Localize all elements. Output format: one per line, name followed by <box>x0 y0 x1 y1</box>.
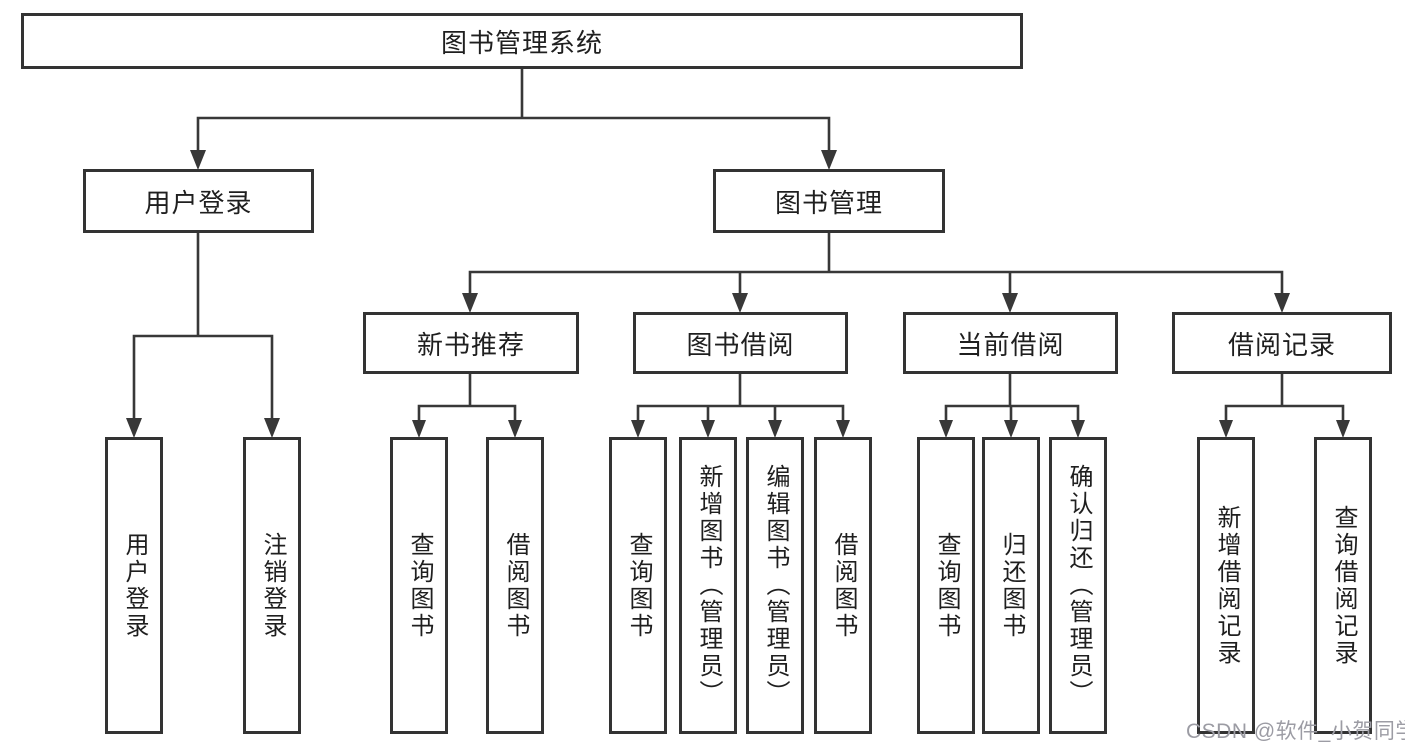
connector-root-to-level2 <box>196 69 831 152</box>
node-root-label: 图书管理系统 <box>440 27 603 58</box>
leaf-add-borrow-record: 新增借阅记录 <box>1197 437 1255 734</box>
leaf-user-login-label: 用户登录 <box>121 531 148 640</box>
leaf-logout: 注销登录 <box>243 437 301 734</box>
leaf-query-books-1: 查询图书 <box>390 437 448 734</box>
leaf-return-books-label: 归还图书 <box>998 531 1025 640</box>
connector-newbook-to-leaves <box>417 374 517 422</box>
node-current-borrow-label: 当前借阅 <box>956 329 1065 360</box>
leaf-add-book-admin-label: 新增图书（管理员） <box>695 464 722 707</box>
connector-userlogin-to-leaves <box>132 233 274 420</box>
leaf-borrow-books-2: 借阅图书 <box>814 437 872 734</box>
node-new-book-recommend: 新书推荐 <box>363 312 579 374</box>
leaf-logout-label: 注销登录 <box>259 531 286 640</box>
node-book-management: 图书管理 <box>713 169 945 233</box>
node-user-login-label: 用户登录 <box>144 187 253 218</box>
leaf-query-books-2-label: 查询图书 <box>625 531 652 640</box>
leaf-return-books: 归还图书 <box>982 437 1040 734</box>
leaf-query-books-2: 查询图书 <box>609 437 667 734</box>
arrowheads <box>126 150 1350 438</box>
leaf-confirm-return-admin-label: 确认归还（管理员） <box>1065 464 1092 707</box>
node-user-login: 用户登录 <box>83 169 314 233</box>
node-current-borrow: 当前借阅 <box>903 312 1118 374</box>
leaf-add-borrow-record-label: 新增借阅记录 <box>1213 504 1240 667</box>
node-book-management-label: 图书管理 <box>774 187 883 218</box>
leaf-query-borrow-record-label: 查询借阅记录 <box>1330 504 1357 667</box>
connector-currentborrow-to-leaves <box>944 374 1080 422</box>
leaf-confirm-return-admin: 确认归还（管理员） <box>1049 437 1107 734</box>
leaf-add-book-admin: 新增图书（管理员） <box>679 437 737 734</box>
node-root: 图书管理系统 <box>21 13 1023 69</box>
node-book-borrow: 图书借阅 <box>633 312 848 374</box>
leaf-borrow-books-1-label: 借阅图书 <box>502 531 529 640</box>
leaf-edit-book-admin: 编辑图书（管理员） <box>746 437 804 734</box>
node-borrow-records: 借阅记录 <box>1172 312 1392 374</box>
node-new-book-recommend-label: 新书推荐 <box>416 329 525 360</box>
leaf-query-books-3-label: 查询图书 <box>933 531 960 640</box>
leaf-borrow-books-2-label: 借阅图书 <box>830 531 857 640</box>
connector-bookborrow-to-leaves <box>636 374 845 422</box>
leaf-query-books-1-label: 查询图书 <box>406 531 433 640</box>
leaf-query-borrow-record: 查询借阅记录 <box>1314 437 1372 734</box>
connector-records-to-leaves <box>1224 374 1345 422</box>
node-borrow-records-label: 借阅记录 <box>1227 329 1336 360</box>
csdn-watermark: CSDN @软件_小贺同学 <box>1186 720 1405 743</box>
connector-bookmgmt-to-level3 <box>468 233 1284 294</box>
node-book-borrow-label: 图书借阅 <box>686 329 795 360</box>
leaf-user-login: 用户登录 <box>105 437 163 734</box>
leaf-query-books-3: 查询图书 <box>917 437 975 734</box>
leaf-borrow-books-1: 借阅图书 <box>486 437 544 734</box>
leaf-edit-book-admin-label: 编辑图书（管理员） <box>762 464 789 707</box>
